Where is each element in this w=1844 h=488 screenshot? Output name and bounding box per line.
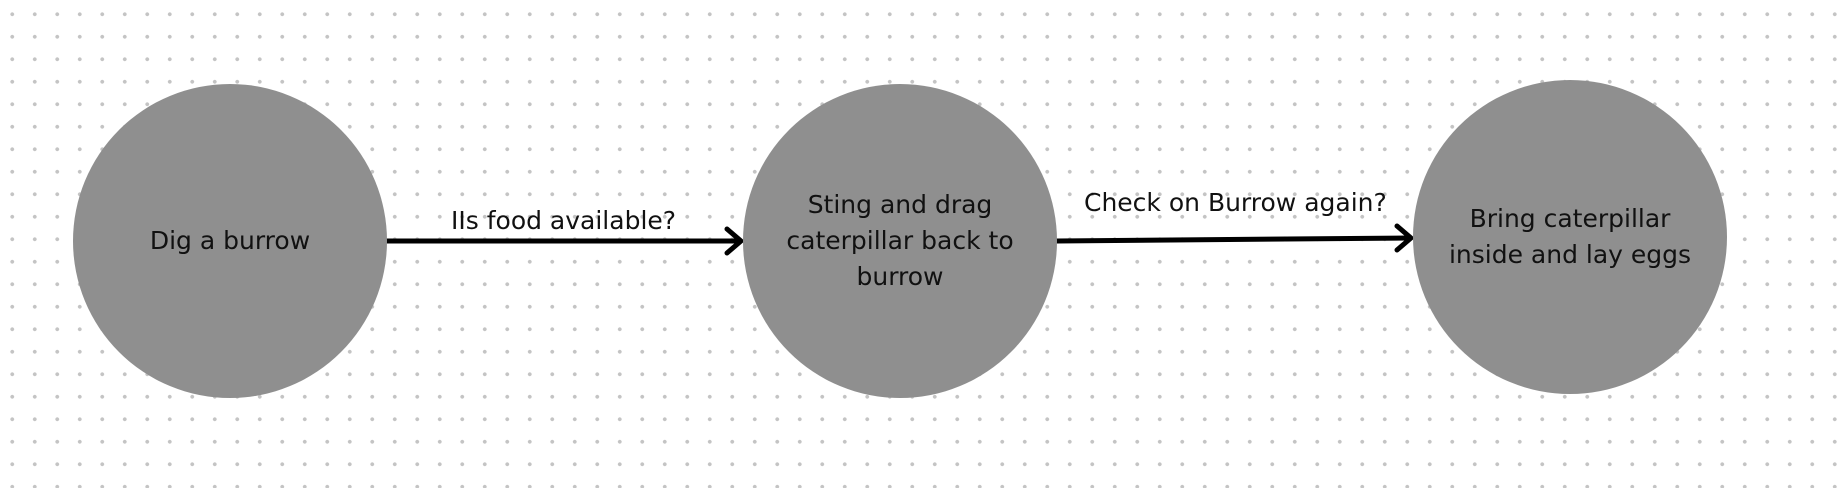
arrow-dig-to-sting [384,226,744,256]
arrow-sting-to-bring [1054,223,1414,253]
edge-label-food-available: IIs food available? [451,206,677,235]
node-dig-burrow[interactable]: Dig a burrow [73,84,387,398]
node-label: Sting and drag caterpillar back to burro… [786,190,1014,291]
edge-label-check-burrow: Check on Burrow again? [1084,188,1387,217]
node-bring-caterpillar-inside[interactable]: Bring caterpillar inside and lay eggs [1413,80,1727,394]
node-label: Bring caterpillar inside and lay eggs [1448,204,1692,269]
node-sting-and-drag[interactable]: Sting and drag caterpillar back to burro… [743,84,1057,398]
node-label: Dig a burrow [149,226,311,255]
